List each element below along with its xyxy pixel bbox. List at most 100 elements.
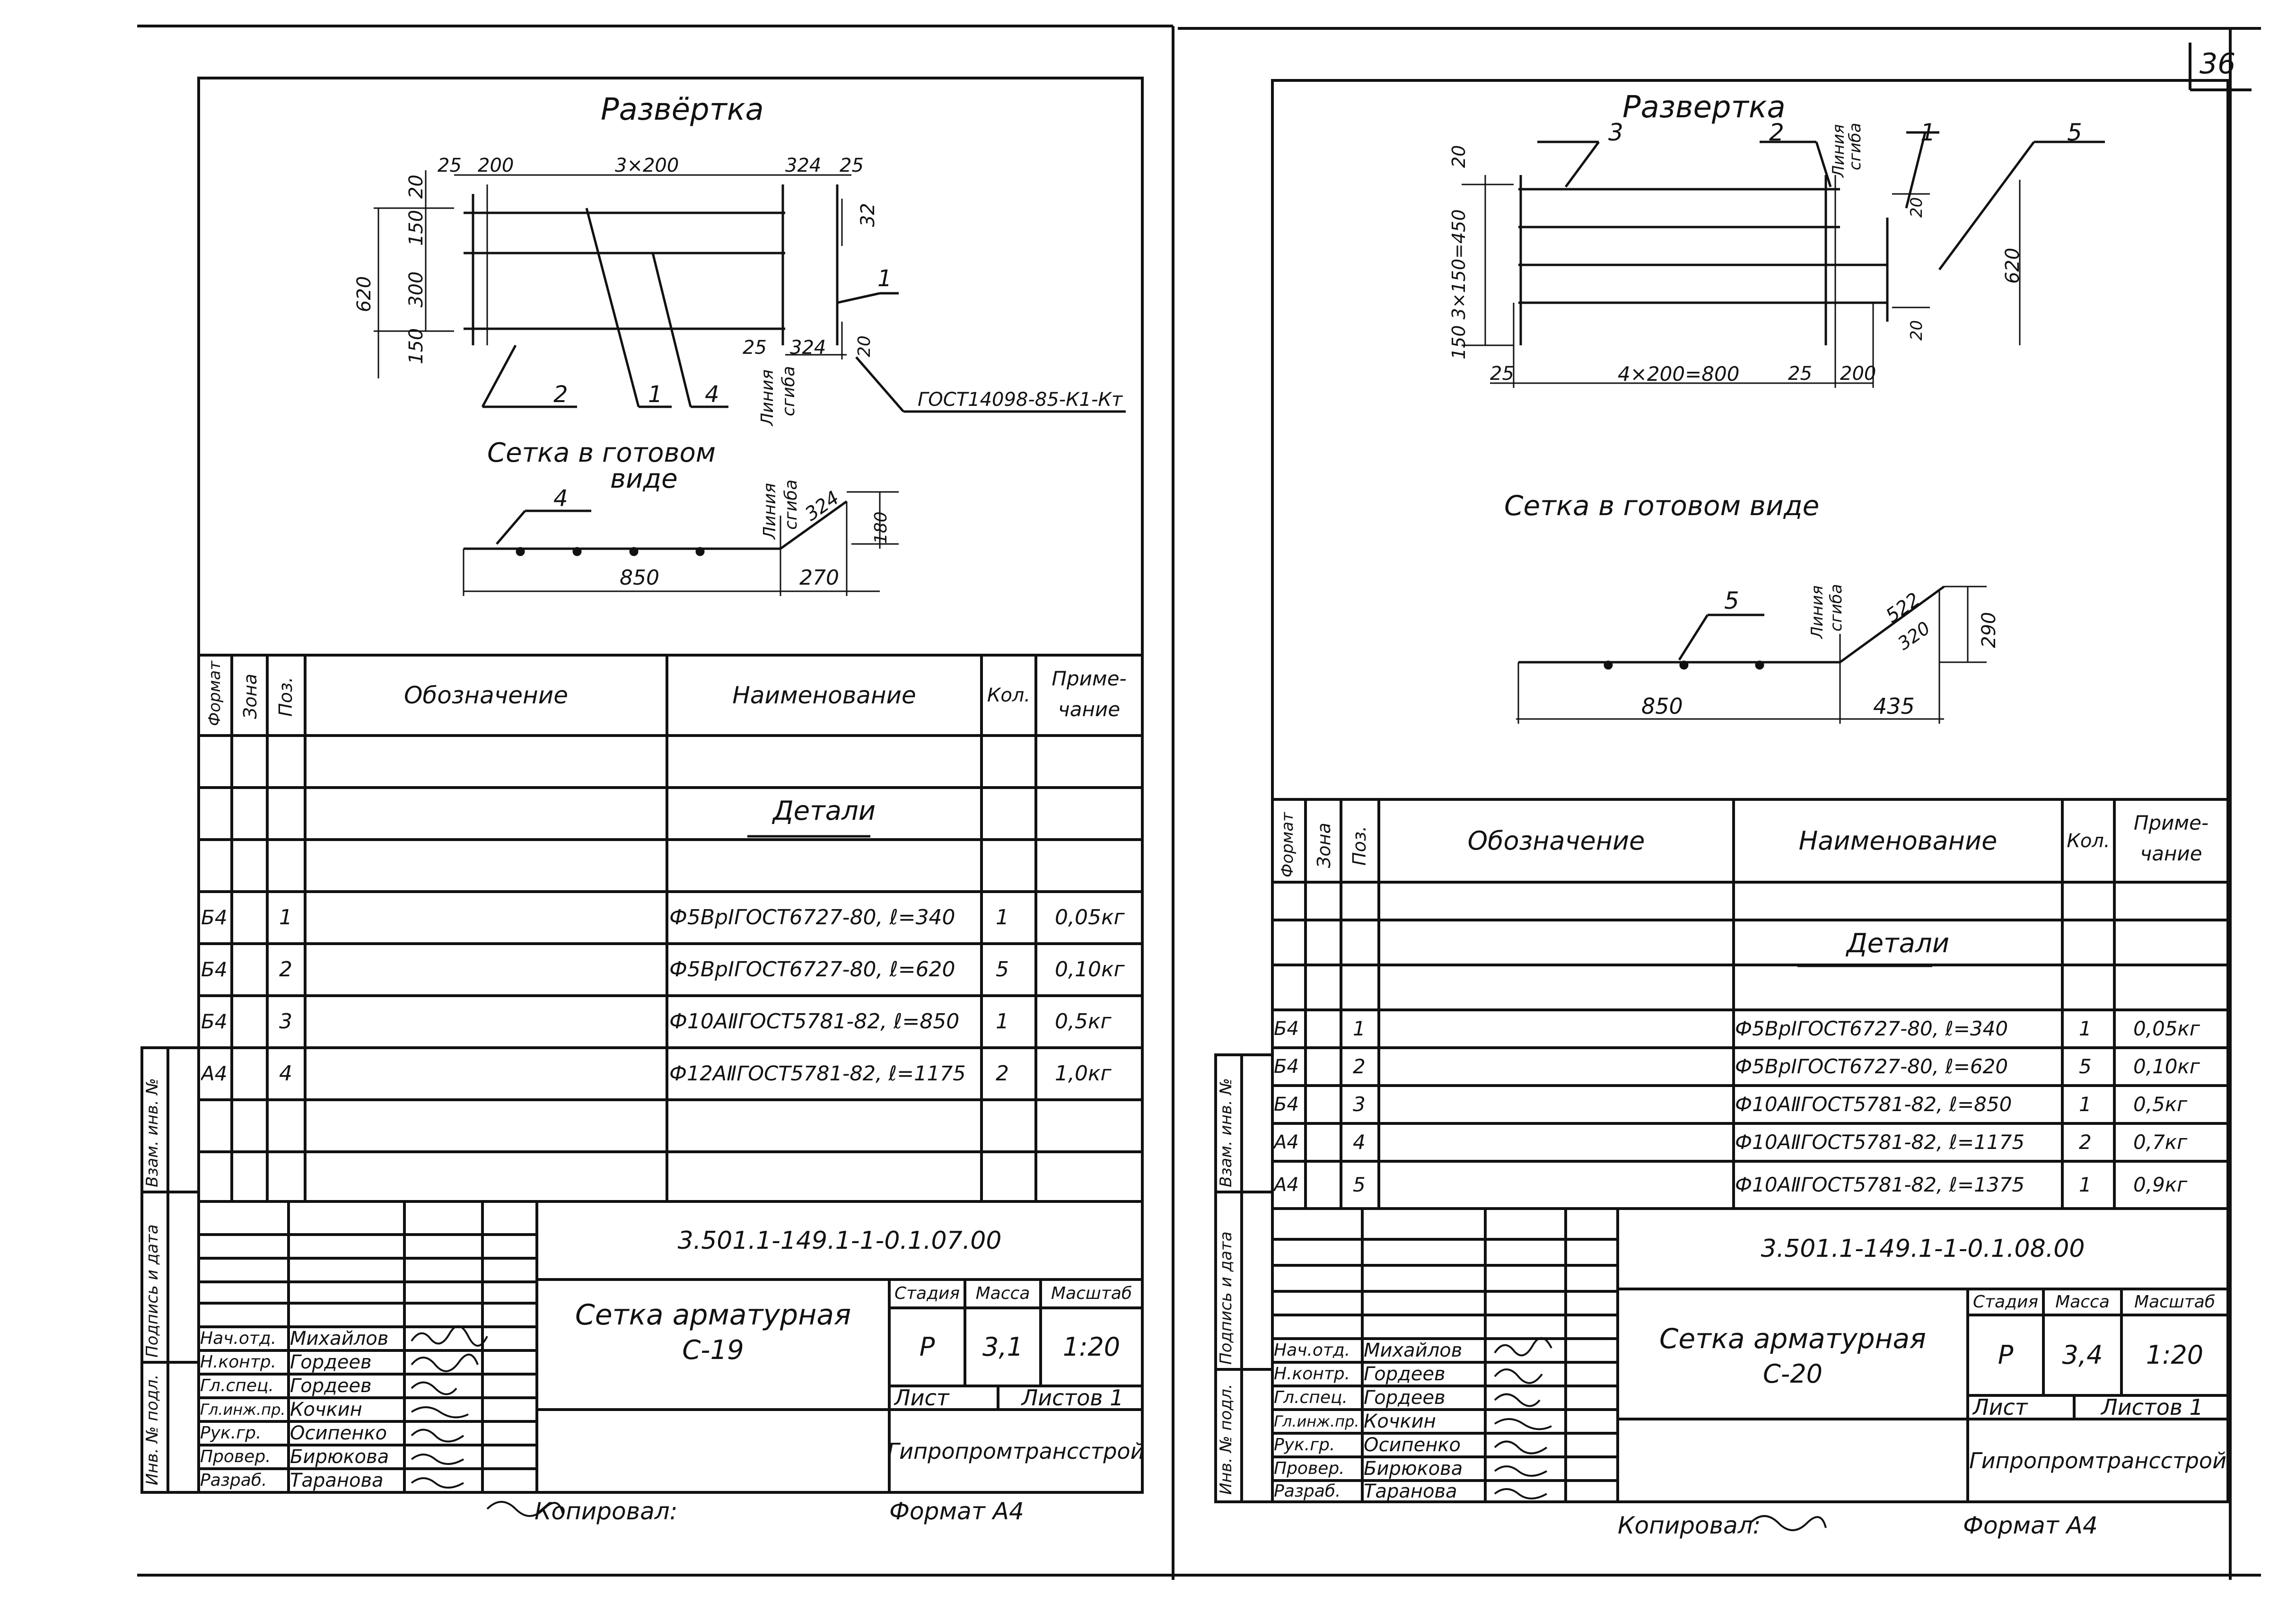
dim-label: 435 xyxy=(1873,693,1915,719)
row-kol: 5 xyxy=(2079,1055,2092,1078)
row-poz: 2 xyxy=(279,957,292,982)
row-format: Б4 xyxy=(201,958,228,981)
role: Рук.гр. xyxy=(200,1423,262,1443)
row-naim: Ф10АⅡГОСТ5781-82, ℓ=1375 xyxy=(1735,1173,2025,1196)
row-kol: 1 xyxy=(996,1009,1009,1034)
role: Разраб. xyxy=(1274,1481,1341,1501)
dim-label: 3×200 xyxy=(615,155,679,176)
massa-value: 3,4 xyxy=(2062,1340,2103,1370)
section-title-details: Детали xyxy=(772,796,876,826)
spec-header-prim: Приме- xyxy=(2133,811,2209,834)
name: Таранова xyxy=(290,1470,384,1491)
position-label: 2 xyxy=(1769,119,1784,146)
role: Разраб. xyxy=(200,1471,267,1490)
finished-view-title: Сетка в готовом виде xyxy=(1504,490,1820,522)
position-label: 1 xyxy=(877,265,892,292)
dim-label: 25 xyxy=(743,337,767,359)
role: Нач.отд. xyxy=(200,1329,277,1348)
doc-code: 3.501.1-149.1-1-0.1.07.00 xyxy=(677,1226,1002,1255)
dim-label: 200 xyxy=(478,155,514,176)
spec-header-oboz: Обозначение xyxy=(404,682,568,709)
finished-view-title: Сетка в готовом xyxy=(487,438,716,468)
row-poz: 4 xyxy=(279,1061,292,1086)
row-poz: 3 xyxy=(1353,1093,1366,1116)
position-label: 5 xyxy=(2067,119,2082,146)
name: Бирюкова xyxy=(1364,1458,1463,1480)
listov-header: Листов 1 xyxy=(1021,1386,1124,1410)
spec-header-kol: Кол. xyxy=(2067,830,2110,852)
list-header: Лист xyxy=(1972,1395,2028,1419)
dim-label: 200 xyxy=(1840,363,1876,385)
position-label: 5 xyxy=(1724,587,1739,614)
position-label: 1 xyxy=(648,381,663,408)
name: Гордеев xyxy=(290,1375,372,1397)
spec-header-oboz: Обозначение xyxy=(1467,825,1645,856)
row-naim: Ф12АⅡГОСТ5781-82, ℓ=1175 xyxy=(669,1061,966,1086)
row-poz: 4 xyxy=(1353,1131,1366,1154)
dim-label: 25 xyxy=(1788,363,1812,385)
row-kol: 2 xyxy=(2079,1131,2092,1154)
spec-header-prim: Приме- xyxy=(1052,667,1127,690)
row-poz: 2 xyxy=(1353,1055,1366,1078)
dim-label: 850 xyxy=(1641,693,1683,719)
row-kol: 1 xyxy=(2079,1173,2092,1196)
listov-header: Листов 1 xyxy=(2101,1395,2203,1419)
row-poz: 5 xyxy=(1353,1173,1366,1196)
row-naim: Ф5ВрІГОСТ6727-80, ℓ=340 xyxy=(669,905,955,929)
role: Н.контр. xyxy=(200,1352,277,1372)
row-naim: Ф5ВрІГОСТ6727-80, ℓ=340 xyxy=(1735,1017,2008,1040)
row-format: А4 xyxy=(201,1062,228,1085)
masshtab-value: 1:20 xyxy=(1062,1332,1121,1362)
row-format: Б4 xyxy=(201,906,228,929)
spec-header-kol: Кол. xyxy=(987,684,1031,706)
row-format: А4 xyxy=(1274,1131,1299,1153)
razvertka-title: Развёртка xyxy=(601,92,764,127)
doc-title-mark: С-19 xyxy=(682,1335,744,1366)
row-prim: 0,10кг xyxy=(2133,1055,2200,1078)
row-prim: 0,05кг xyxy=(1055,905,1125,929)
name: Михайлов xyxy=(1364,1340,1463,1361)
list-header: Лист xyxy=(894,1386,949,1410)
dim-label: 850 xyxy=(620,566,659,590)
row-kol: 1 xyxy=(2079,1017,2092,1040)
row-prim: 1,0кг xyxy=(1055,1061,1112,1086)
masshtab-value: 1:20 xyxy=(2146,1340,2204,1370)
row-kol: 1 xyxy=(996,905,1009,929)
doc-code: 3.501.1-149.1-1-0.1.08.00 xyxy=(1761,1235,2085,1263)
row-prim: 0,05кг xyxy=(2133,1017,2200,1040)
position-label: 1 xyxy=(1920,119,1936,146)
name: Гордеев xyxy=(1364,1387,1446,1409)
row-prim: 0,9кг xyxy=(2133,1173,2188,1196)
organization: Гипропромтрансстрой xyxy=(1969,1447,2226,1473)
name: Осипенко xyxy=(290,1422,387,1444)
name: Осипенко xyxy=(1364,1434,1461,1456)
dim-label: 4×200=800 xyxy=(1618,362,1740,386)
massa-header: Масса xyxy=(975,1284,1030,1303)
position-label: 4 xyxy=(705,381,719,408)
spec-header-prim: чание xyxy=(1058,698,1121,721)
name: Гордеев xyxy=(1364,1363,1446,1385)
row-kol: 2 xyxy=(996,1061,1009,1086)
dim-label: 25 xyxy=(1490,363,1514,385)
position-label: 3 xyxy=(1608,119,1623,146)
role: Провер. xyxy=(1274,1459,1345,1478)
position-label: 4 xyxy=(553,485,568,512)
name: Гордеев xyxy=(290,1351,372,1373)
row-prim: 0,7кг xyxy=(2133,1131,2188,1154)
role: Нач.отд. xyxy=(1274,1341,1350,1360)
stadiya-value: Р xyxy=(1998,1340,2014,1370)
row-naim: Ф10АⅡГОСТ5781-82, ℓ=850 xyxy=(1735,1093,2012,1116)
spec-header-naim: Наименование xyxy=(1798,825,1998,856)
dim-label: 270 xyxy=(799,566,839,590)
row-poz: 1 xyxy=(279,905,292,929)
spec-header-prim: чание xyxy=(2140,842,2202,865)
gost-label: ГОСТ14098-85-К1-Кт xyxy=(918,389,1123,411)
section-title-details: Детали xyxy=(1846,928,1950,959)
masshtab-header: Масштаб xyxy=(1051,1284,1132,1303)
role: Н.контр. xyxy=(1274,1364,1350,1384)
role: Гл.инж.пр. xyxy=(1274,1412,1359,1430)
format-label: Формат А4 xyxy=(889,1498,1024,1525)
row-kol: 1 xyxy=(2079,1093,2092,1116)
